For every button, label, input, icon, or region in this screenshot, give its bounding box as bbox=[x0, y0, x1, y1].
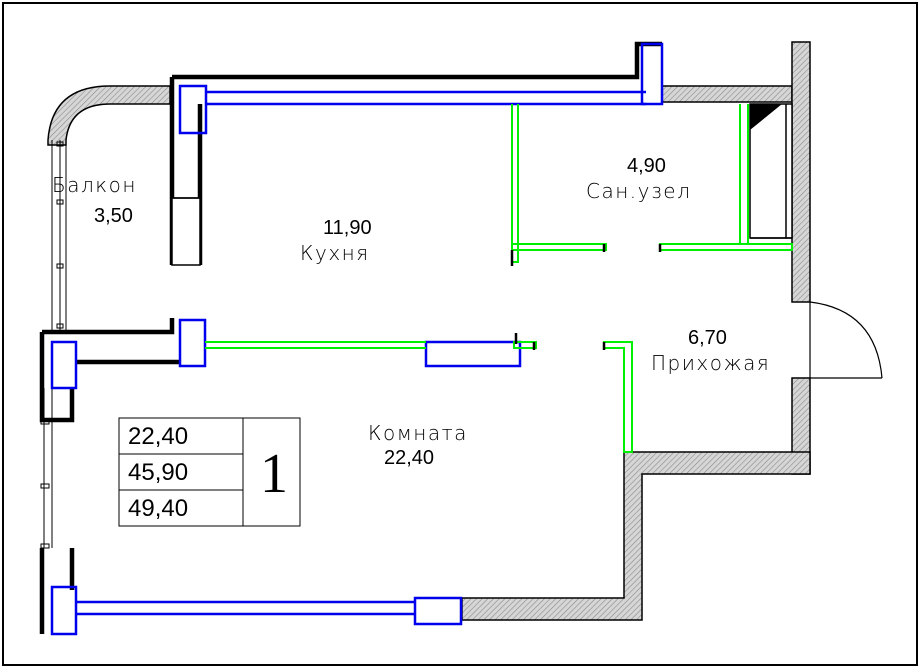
total-area-value: 45,90 bbox=[128, 459, 188, 486]
area-summary-table: 22,40 45,90 49,40 1 bbox=[118, 417, 301, 527]
room-count: 1 bbox=[260, 443, 288, 505]
column-stub bbox=[171, 197, 201, 266]
hallway-name: Прихожая bbox=[651, 351, 770, 375]
load-bearing-walls bbox=[47, 41, 811, 621]
hallway-area: 6,70 bbox=[688, 327, 727, 349]
partitions bbox=[205, 104, 793, 453]
balcony-area: 3,50 bbox=[94, 205, 133, 227]
opening-stubs bbox=[510, 244, 662, 350]
ventilation-shaft bbox=[749, 103, 793, 239]
room-area: 22,40 bbox=[384, 447, 434, 469]
bathroom-area: 4,90 bbox=[627, 155, 666, 177]
room-name: Комната bbox=[368, 421, 468, 445]
kitchen-name: Кухня bbox=[300, 241, 370, 265]
entrance-door bbox=[809, 301, 883, 379]
total-with-balcony-value: 49,40 bbox=[128, 495, 188, 522]
bathroom-name: Сан.узел bbox=[586, 179, 691, 203]
living-area-value: 22,40 bbox=[128, 423, 188, 450]
balcony-name: Балкон bbox=[52, 173, 137, 197]
kitchen-area: 11,90 bbox=[323, 217, 372, 239]
